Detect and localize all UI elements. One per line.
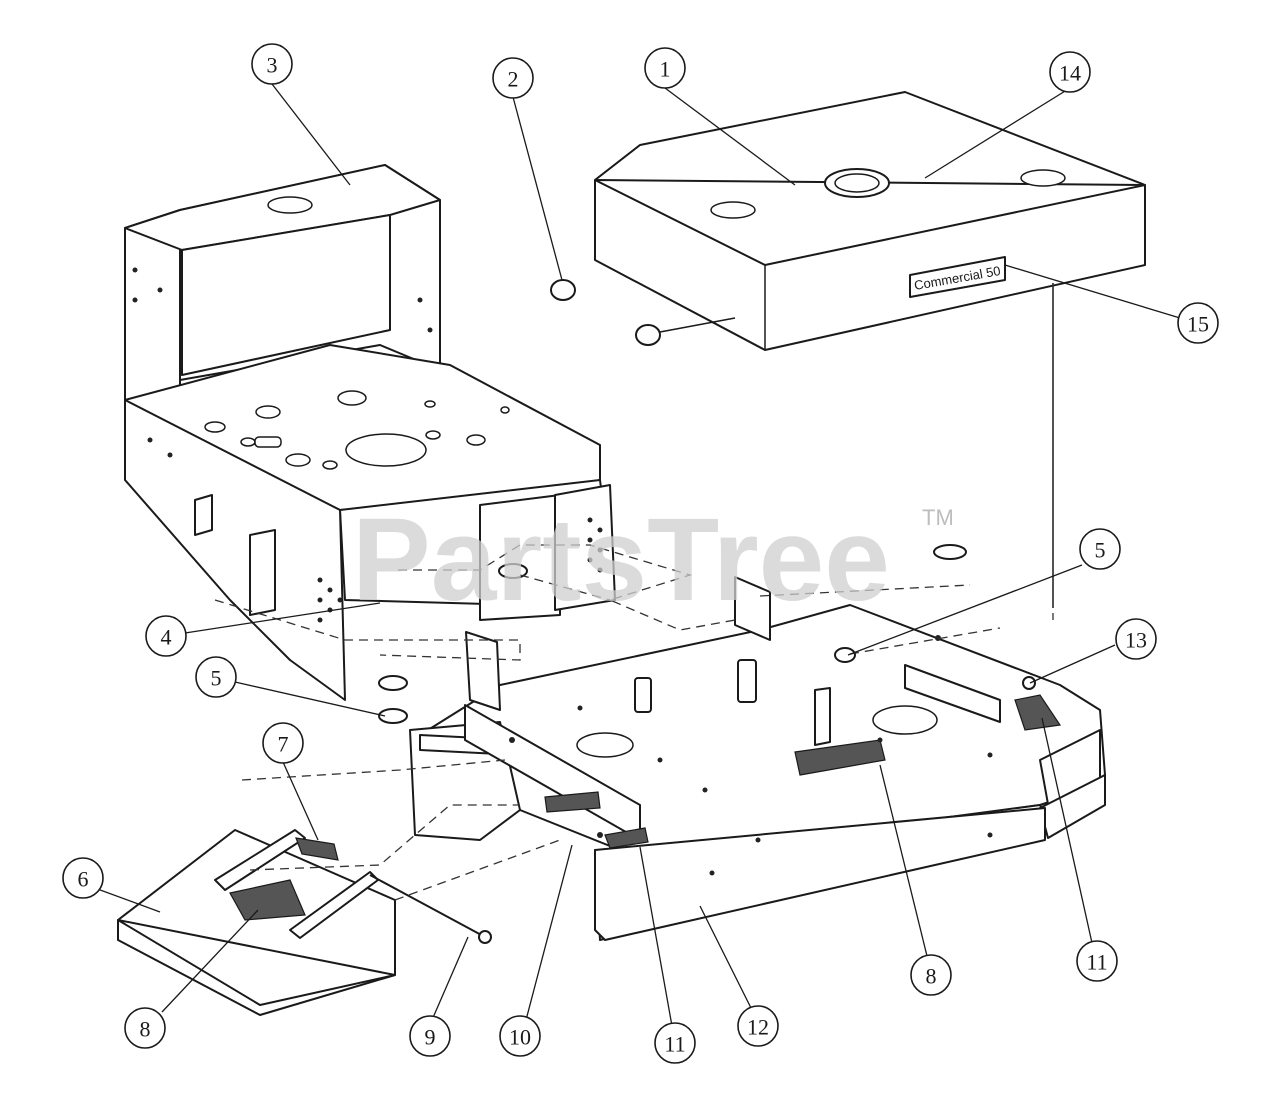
callout-10-label: 10 bbox=[509, 1025, 531, 1050]
callout-1-label: 1 bbox=[660, 57, 671, 82]
callout-12: 12 bbox=[737, 1005, 779, 1047]
callout-6: 6 bbox=[62, 857, 104, 899]
part-13-nut bbox=[1022, 676, 1036, 690]
part-7-spring bbox=[295, 837, 339, 861]
part-9-pin bbox=[369, 874, 492, 944]
callout-15: 15 bbox=[1177, 302, 1219, 344]
callout-12-label: 12 bbox=[747, 1015, 769, 1040]
callout-6-label: 6 bbox=[78, 867, 89, 892]
watermark: PartsTree bbox=[352, 494, 890, 626]
part-6-foot-plate bbox=[117, 829, 396, 1016]
callout-8-right: 8 bbox=[910, 954, 952, 996]
callout-15-label: 15 bbox=[1187, 312, 1209, 337]
part-1-top-cover: Commercial 50 bbox=[594, 91, 1146, 608]
callout-5-right: 5 bbox=[1079, 528, 1121, 570]
callout-7-label: 7 bbox=[278, 732, 289, 757]
callout-3-label: 3 bbox=[267, 53, 278, 78]
callout-4: 4 bbox=[145, 615, 187, 657]
callout-2-label: 2 bbox=[508, 67, 519, 92]
callout-13: 13 bbox=[1115, 618, 1157, 660]
callout-4-label: 4 bbox=[161, 625, 172, 650]
callout-5-right-label: 5 bbox=[1095, 538, 1106, 563]
part-5-bolts bbox=[378, 544, 967, 724]
callout-8-left-label: 8 bbox=[140, 1017, 151, 1042]
callout-9: 9 bbox=[409, 1015, 451, 1057]
callout-3: 3 bbox=[251, 43, 293, 85]
callout-14: 14 bbox=[1049, 51, 1091, 93]
callout-2: 2 bbox=[492, 57, 534, 99]
assembly-lines bbox=[214, 283, 1054, 901]
callout-7: 7 bbox=[262, 722, 304, 764]
callout-11-left-label: 11 bbox=[664, 1032, 685, 1057]
callout-11-right: 11 bbox=[1076, 940, 1118, 982]
callout-8-right-label: 8 bbox=[926, 964, 937, 989]
callout-11-right-label: 11 bbox=[1086, 950, 1107, 975]
watermark-tm: TM bbox=[922, 505, 954, 530]
callout-14-label: 14 bbox=[1059, 61, 1081, 86]
callout-10: 10 bbox=[499, 1015, 541, 1057]
part-3-console-frame bbox=[124, 164, 616, 701]
callout-5-left-label: 5 bbox=[211, 666, 222, 691]
callout-1: 1 bbox=[644, 47, 686, 89]
callout-5-left: 5 bbox=[195, 656, 237, 698]
callout-8-left: 8 bbox=[124, 1007, 166, 1049]
callouts: 1 2 3 4 5 5 6 7 8 8 9 10 11 11 12 13 14 … bbox=[62, 43, 1219, 1064]
part-2-knob bbox=[550, 279, 736, 346]
callout-9-label: 9 bbox=[425, 1025, 436, 1050]
part-12-base-plate bbox=[409, 576, 1106, 941]
callout-11-left: 11 bbox=[654, 1022, 696, 1064]
callout-13-label: 13 bbox=[1125, 628, 1147, 653]
